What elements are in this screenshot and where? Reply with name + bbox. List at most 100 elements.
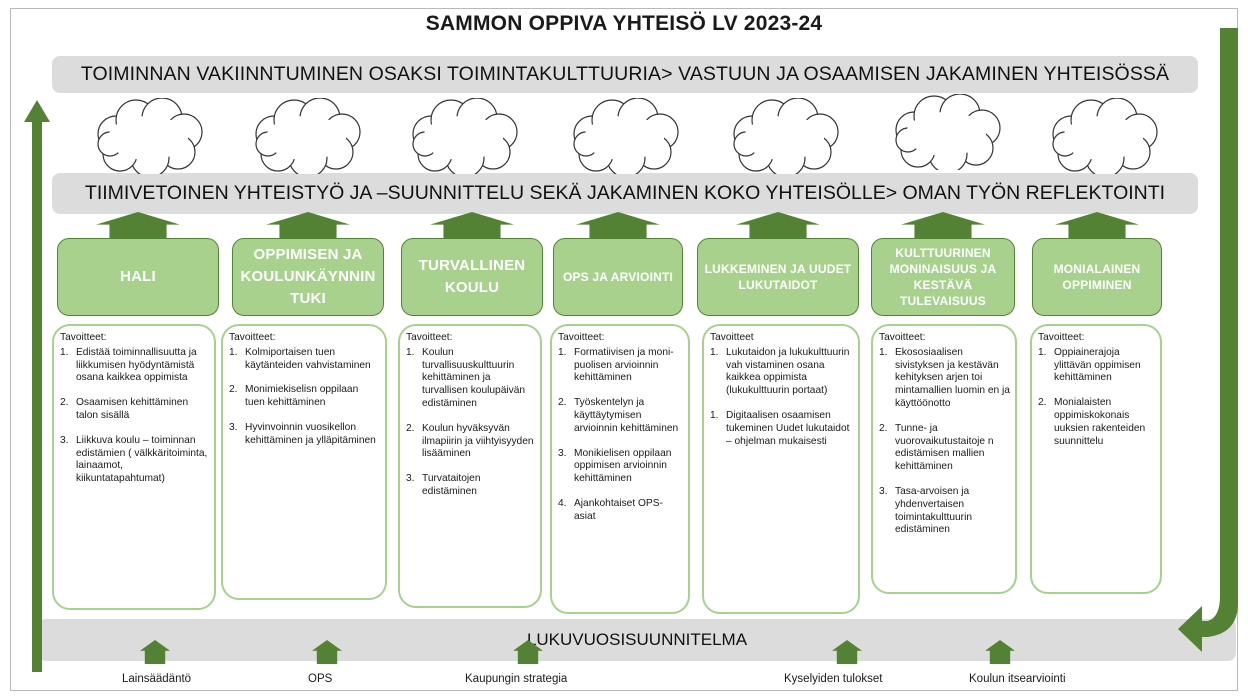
pillar-box: LUKKEMINEN JA UUDET LUKUTAIDOT — [697, 238, 859, 316]
pillar-label: KULTTUURINEN MONINAISUUS JA KESTÄVÄ TULE… — [889, 246, 997, 308]
goals-box: Tavoitteet: 1. Formatiivisen ja moni-puoli… — [550, 324, 690, 614]
goal-item: 3.Monikielisen oppilaan oppimisen arvioi… — [558, 448, 683, 486]
source-label: OPS — [308, 673, 333, 685]
goal-item: 1. Oppiainerajoja ylittävän oppimisen keh… — [1038, 347, 1155, 385]
goals-heading: Tavoitteet: — [879, 332, 926, 343]
goal-item: 2. Työskentelyn ja käyttäytymisen arvioin… — [558, 397, 683, 435]
goal-text: Lukutaidon ja lukukulttuurin vah vistami… — [726, 346, 850, 397]
goal-item: 3.Turvataitojen edistäminen — [406, 473, 535, 499]
goal-text: Ajankohtaiset OPS-asiat — [574, 497, 663, 522]
goal-number: 1. — [879, 346, 888, 358]
goal-number: 1. — [710, 346, 719, 358]
goal-text: Liikkuva koulu – toiminnan edistämien ( … — [76, 434, 208, 485]
goal-text: Monimiekiselisn oppilaan tuen kehittämin… — [245, 384, 359, 409]
up-arrow-icon — [312, 640, 342, 664]
goal-text: Digitaalisen osaamisen tukeminen Uudet l… — [726, 409, 850, 447]
goals-list: 1. Oppiainerajoja ylittävän oppimisen keh… — [1038, 347, 1155, 449]
goals-list: 1. Ekososiaalisen sivistyksen ja kestävän… — [879, 347, 1010, 537]
goal-number: 2. — [558, 397, 567, 409]
pillar-box: MONIALAINEN OPPIMINEN — [1032, 238, 1162, 316]
goal-number: 1. — [60, 346, 69, 358]
goal-number: 3. — [229, 421, 238, 433]
goal-text: Työskentelyn ja käyttäytymisen arvioinni… — [574, 397, 679, 434]
diagram-title: SAMMON OPPIVA YHTEISÖ LV 2023-24 — [425, 12, 823, 35]
up-arrow-icon — [513, 640, 543, 664]
goals-heading: Tavoitteet — [710, 332, 754, 343]
goal-text: Tasa-arvoisen ja yhdenvertaisen toiminta… — [895, 485, 973, 536]
goal-text: Formatiivisen ja moni-puolisen arvioinni… — [574, 346, 674, 384]
goals-box: Tavoitteet 1. Lukutaidon ja lukukulttuurin… — [702, 324, 860, 614]
source-label: Koulun itsearviointi — [969, 673, 1066, 685]
pillar-box: TURVALLINEN KOULU — [401, 238, 543, 316]
right-return-arrow-icon — [1178, 28, 1238, 652]
goals-box: Tavoitteet:1.Kolmiportaisen tuen käytänt… — [221, 324, 387, 600]
goal-item: 1. Ekososiaalisen sivistyksen ja kestävän… — [879, 347, 1010, 411]
goal-item: 1. Formatiivisen ja moni-puolisen arvioin… — [558, 347, 683, 385]
up-arrow-icon — [985, 640, 1015, 664]
goal-item: 1.Edistää toiminnallisuutta ja liikkumis… — [60, 347, 209, 385]
goals-heading: Tavoitteet: — [1038, 332, 1085, 343]
up-arrow-icon — [736, 212, 820, 240]
goal-number: 1. — [1038, 346, 1047, 358]
goal-text: Koulun turvallisuuskulttuurin kehittämin… — [422, 346, 526, 409]
goal-item: 3. Liikkuva koulu – toiminnan edistämien … — [60, 435, 209, 486]
goal-text: Koulun hyväksyvän ilmapiirin ja viihtyis… — [422, 422, 534, 460]
goal-text: Tunne- ja vuorovaikutustaitoje n edistäm… — [895, 422, 994, 473]
goal-item: 1. Lukutaidon ja lukukulttuurin vah vista… — [710, 347, 853, 398]
up-arrow-icon — [266, 212, 350, 240]
goal-text: Oppiainerajoja ylittävän oppimisen kehit… — [1054, 346, 1141, 384]
goal-text: Osaamisen kehittäminen talon sisällä — [76, 397, 189, 421]
source-label: Kyselyiden tulokset — [784, 673, 883, 685]
left-up-arrow-icon — [24, 100, 50, 672]
cloud-icon — [733, 98, 839, 174]
source-label: Kaupungin strategia — [465, 673, 568, 685]
goal-number: 3. — [60, 434, 69, 446]
cloud-icon — [573, 98, 679, 174]
up-arrow-icon — [1055, 212, 1139, 240]
goal-text: Turvataitojen edistäminen — [422, 473, 481, 497]
goal-number: 1. — [558, 346, 567, 358]
goals-heading: Tavoitteet: — [558, 332, 605, 343]
goals-list: 1. Koulun turvallisuuskulttuurin kehittäm… — [406, 347, 535, 499]
goals-list: 1. Kolmiportaisen tuen käytänteiden vahvi… — [229, 347, 380, 448]
goal-number: 1. — [229, 346, 238, 358]
goals-box: Tavoitteet: 1. Oppiainerajoja ylittävän op… — [1030, 324, 1162, 594]
source-label: Lainsäädäntö — [122, 673, 192, 685]
goal-item: 2. Koulun hyväksyvän ilmapiirin ja viihty… — [406, 423, 535, 461]
up-arrow-icon — [96, 212, 180, 240]
goal-number: 3. — [879, 485, 888, 497]
goal-number: 2. — [406, 422, 415, 434]
pillar-box: OPPIMISEN JA KOULUNKÄYNNIN TUKI — [232, 238, 384, 316]
goal-item: 1.Digitaalisen osaamisen tukeminen Uudet… — [710, 410, 853, 448]
top-band: TOIMINNAN VAKIINNTUMINEN OSAKSI TOIMINTA… — [52, 56, 1198, 93]
cloud-icon — [412, 98, 518, 174]
goals-heading: Tavoitteet: — [60, 332, 107, 343]
goal-item: 4.Ajankohtaiset OPS-asiat — [558, 498, 683, 524]
pillar-label: OPS JA ARVIOINTI — [562, 270, 674, 284]
goal-number: 2. — [879, 422, 888, 434]
goal-text: Kolmiportaisen tuen käytänteiden vahvist… — [245, 346, 371, 371]
goal-number: 1. — [406, 346, 415, 358]
pillar-box: OPS JA ARVIOINTI — [553, 238, 683, 316]
goal-item: 2. Tunne- ja vuorovaikutustaitoje n edist… — [879, 423, 1010, 474]
goals-box: Tavoitteet: 1.Edistää toiminnallisuutta j… — [52, 324, 216, 610]
goal-number: 2. — [1038, 397, 1047, 409]
goal-item: 1. Koulun turvallisuuskulttuurin kehittäm… — [406, 347, 535, 411]
goals-box: Tavoitteet: 1. Koulun turvallisuuskulttuur… — [398, 324, 542, 608]
goal-text: Ekososiaalisen sivistyksen ja kestävän k… — [895, 346, 1010, 409]
pillar-label: HALI — [120, 268, 156, 285]
goal-item: 3. Tasa-arvoisen ja yhdenvertaisen toimin… — [879, 486, 1010, 537]
goal-text: Monikielisen oppilaan oppimisen arvioinn… — [574, 447, 672, 485]
pillar-label: LUKKEMINEN JA UUDET LUKUTAIDOT — [704, 262, 852, 292]
goals-heading: Tavoitteet: — [406, 332, 453, 343]
up-arrow-icon — [901, 212, 985, 240]
goals-list: 1. Lukutaidon ja lukukulttuurin vah vista… — [710, 347, 853, 449]
cloud-icon — [1052, 98, 1158, 174]
pillar-label: OPPIMISEN JA KOULUNKÄYNNIN TUKI — [240, 246, 376, 307]
pillar-label: TURVALLINEN KOULU — [418, 257, 526, 296]
pillar-box: KULTTUURINEN MONINAISUUS JA KESTÄVÄ TULE… — [871, 238, 1015, 316]
goal-number: 2. — [229, 384, 238, 396]
pillar-box: HALI — [57, 238, 219, 316]
up-arrow-icon — [832, 640, 862, 664]
up-arrow-icon — [430, 212, 514, 240]
